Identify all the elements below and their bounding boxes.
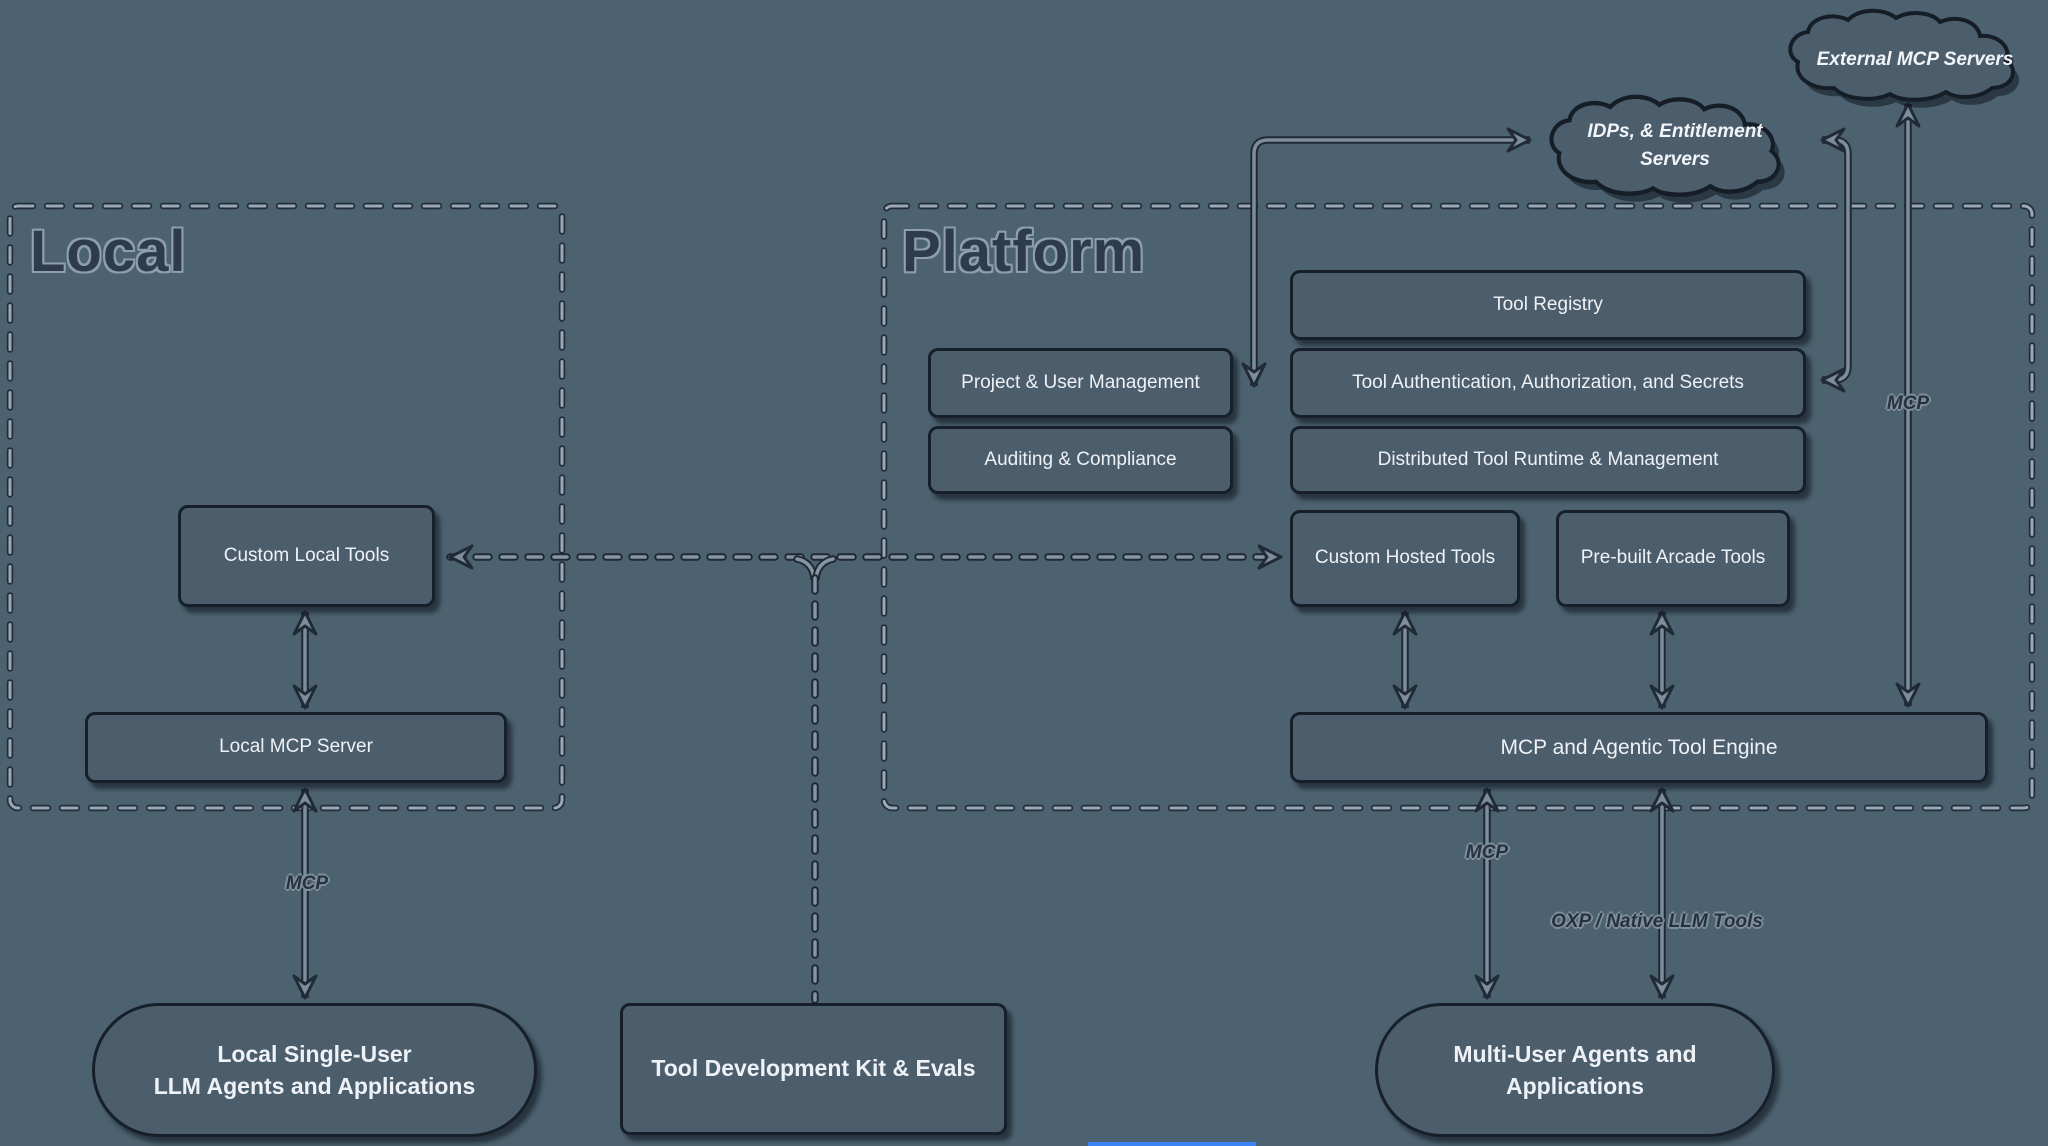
edge-label-oxp: OXP / Native LLM Tools [1551,911,1763,932]
mcp-agentic-tool-engine-label: MCP and Agentic Tool Engine [1500,735,1778,759]
node-auditing-compliance: Auditing & Compliance [928,426,1233,494]
edge-label-engine-mcp: MCP [1465,842,1509,863]
tool-authentication-label: Tool Authentication, Authorization, and … [1352,371,1744,393]
local-mcp-server-label: Local MCP Server [219,736,373,758]
external-mcp-servers-label: External MCP Servers [1816,49,2014,70]
auditing-compliance-label: Auditing & Compliance [984,448,1177,470]
node-multi-user-agents: Multi-User Agents and Applications [1375,1003,1775,1137]
node-local-single-user-agents: Local Single-User LLM Agents and Applica… [92,1003,537,1137]
prebuilt-arcade-tools-label: Pre-built Arcade Tools [1580,547,1766,569]
edge-label-external-mcp: MCP [1886,393,1930,414]
node-distributed-runtime: Distributed Tool Runtime & Management [1290,426,1806,494]
node-custom-hosted-tools: Custom Hosted Tools [1290,510,1520,607]
node-local-mcp-server: Local MCP Server [85,712,507,783]
platform-group-title: Platform [902,219,1146,284]
project-user-management-label: Project & User Management [961,371,1200,393]
bottom-edge-blue-bar [1088,1142,1256,1146]
node-mcp-agentic-tool-engine: MCP and Agentic Tool Engine [1290,712,1988,783]
multi-user-line2: Applications [1505,1073,1644,1099]
local-group-title: Local [30,219,187,284]
multi-user-line1: Multi-User Agents and [1453,1040,1697,1067]
edge-idps-toolauth [1820,127,1852,393]
tool-development-kit-label: Tool Development Kit & Evals [651,1055,976,1082]
node-project-user-management: Project & User Management [928,348,1233,418]
idps-entitlement-label: IDPs, & Entitlement Servers [1555,118,1795,173]
idps-label-line2: Servers [1640,148,1710,170]
custom-hosted-tools-label: Custom Hosted Tools [1314,547,1496,569]
node-prebuilt-arcade-tools: Pre-built Arcade Tools [1556,510,1790,607]
edge-dashed-branch-toolkit [793,555,837,1004]
custom-local-tools-label: Custom Local Tools [223,544,390,566]
node-tool-authentication: Tool Authentication, Authorization, and … [1290,348,1806,418]
node-tool-registry: Tool Registry [1290,270,1806,340]
local-single-user-line2: LLM Agents and Applications [153,1073,476,1099]
tool-registry-label: Tool Registry [1493,293,1603,315]
node-tool-development-kit: Tool Development Kit & Evals [620,1003,1007,1135]
local-single-user-line1: Local Single-User [217,1040,412,1067]
idps-label-line1: IDPs, & Entitlement [1587,121,1763,142]
distributed-runtime-label: Distributed Tool Runtime & Management [1377,448,1719,470]
edge-label-local-mcp: MCP [285,873,329,894]
node-custom-local-tools: Custom Local Tools [178,505,435,607]
